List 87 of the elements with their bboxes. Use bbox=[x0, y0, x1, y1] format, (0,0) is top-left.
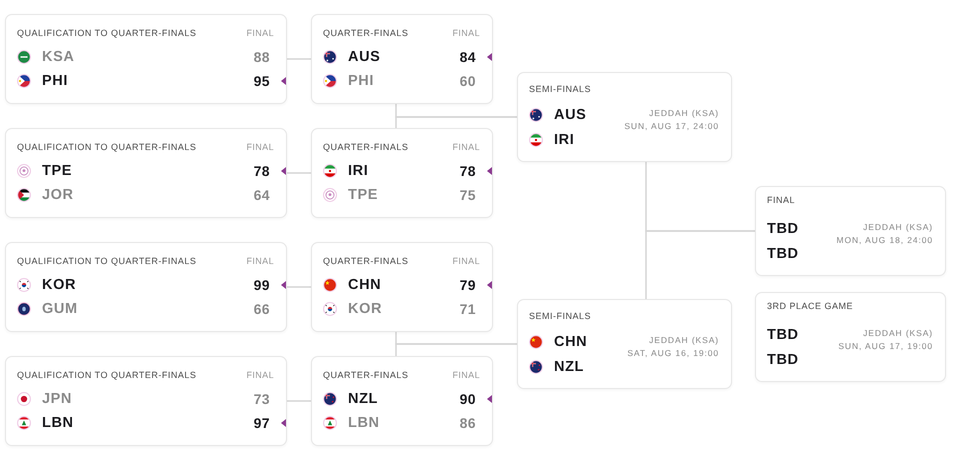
connector-line bbox=[645, 230, 755, 299]
match-card bbox=[311, 242, 493, 332]
match-status: FINAL bbox=[452, 369, 480, 382]
match-card bbox=[311, 128, 493, 218]
score: 99 bbox=[254, 276, 270, 294]
team-code: NZL bbox=[554, 358, 584, 376]
team-code: CHN bbox=[554, 332, 588, 350]
team-code: NZL bbox=[348, 390, 379, 408]
score: 88 bbox=[254, 48, 270, 66]
date-time-text: SUN, AUG 17, 24:00 bbox=[624, 120, 719, 133]
score: 95 bbox=[254, 72, 270, 90]
match-status: FINAL bbox=[246, 255, 274, 268]
date-time-text: MON, AUG 18, 24:00 bbox=[836, 234, 933, 247]
score: 71 bbox=[460, 300, 476, 318]
match-card bbox=[517, 299, 732, 389]
team-code: JOR bbox=[42, 186, 75, 204]
score: 78 bbox=[460, 162, 476, 180]
venue-text: JEDDAH (KSA) bbox=[863, 221, 933, 234]
match-card bbox=[311, 14, 493, 104]
venue-text: JEDDAH (KSA) bbox=[863, 327, 933, 340]
match-card bbox=[5, 14, 287, 104]
score: 66 bbox=[254, 300, 270, 318]
match-card bbox=[5, 242, 287, 332]
score: 84 bbox=[460, 48, 476, 66]
score: 75 bbox=[460, 186, 476, 204]
venue-text: JEDDAH (KSA) bbox=[649, 107, 719, 120]
match-status: FINAL bbox=[452, 141, 480, 154]
round-title: QUALIFICATION TO QUARTER-FINALS bbox=[17, 255, 196, 268]
team-code: TBD bbox=[767, 326, 799, 344]
score: 73 bbox=[254, 390, 270, 408]
score: 79 bbox=[460, 276, 476, 294]
round-title: 3RD PLACE GAME bbox=[767, 300, 854, 313]
match-card bbox=[5, 356, 287, 446]
connector-line bbox=[287, 58, 311, 60]
connector-line bbox=[395, 116, 517, 128]
round-title: QUALIFICATION TO QUARTER-FINALS bbox=[17, 369, 196, 382]
team-code: TPE bbox=[42, 162, 73, 180]
team-code: LBN bbox=[42, 414, 75, 432]
match-card bbox=[755, 292, 946, 382]
score: 90 bbox=[460, 390, 476, 408]
team-code: GUM bbox=[42, 300, 79, 318]
team-code: PHI bbox=[348, 72, 375, 90]
connector-line bbox=[287, 172, 311, 174]
team-code: TPE bbox=[348, 186, 379, 204]
round-title: QUARTER-FINALS bbox=[323, 255, 408, 268]
team-code: IRI bbox=[348, 162, 370, 180]
round-title: QUALIFICATION TO QUARTER-FINALS bbox=[17, 141, 196, 154]
team-code: LBN bbox=[348, 414, 381, 432]
score: 64 bbox=[254, 186, 270, 204]
match-card bbox=[5, 128, 287, 218]
team-code: KSA bbox=[42, 48, 76, 66]
round-title: QUARTER-FINALS bbox=[323, 27, 408, 40]
team-code: TBD bbox=[767, 350, 799, 368]
date-time-text: SUN, AUG 17, 19:00 bbox=[838, 340, 933, 353]
round-title: QUALIFICATION TO QUARTER-FINALS bbox=[17, 27, 196, 40]
round-title: FINAL bbox=[767, 194, 796, 207]
team-code: AUS bbox=[554, 106, 586, 124]
team-code: TBD bbox=[767, 244, 799, 262]
team-code: CHN bbox=[348, 276, 382, 294]
connector-line bbox=[287, 286, 311, 288]
connector-line bbox=[287, 400, 311, 402]
team-code: AUS bbox=[348, 48, 382, 66]
team-code: JPN bbox=[42, 390, 74, 408]
match-card bbox=[517, 72, 732, 162]
round-title: SEMI-FINALS bbox=[529, 310, 592, 323]
team-code: IRI bbox=[554, 130, 574, 148]
venue-text: JEDDAH (KSA) bbox=[649, 334, 719, 347]
match-status: FINAL bbox=[452, 255, 480, 268]
team-code: KOR bbox=[348, 300, 384, 318]
match-status: FINAL bbox=[246, 369, 274, 382]
score: 86 bbox=[460, 414, 476, 432]
match-status: FINAL bbox=[246, 27, 274, 40]
match-status: FINAL bbox=[246, 141, 274, 154]
score: 97 bbox=[254, 414, 270, 432]
match-status: FINAL bbox=[452, 27, 480, 40]
team-code: KOR bbox=[42, 276, 78, 294]
score: 60 bbox=[460, 72, 476, 90]
team-code: TBD bbox=[767, 220, 799, 238]
round-title: QUARTER-FINALS bbox=[323, 369, 408, 382]
connector-line bbox=[395, 343, 517, 356]
score: 78 bbox=[254, 162, 270, 180]
round-title: SEMI-FINALS bbox=[529, 83, 592, 96]
date-time-text: SAT, AUG 16, 19:00 bbox=[627, 347, 719, 360]
match-card bbox=[755, 186, 946, 276]
team-code: PHI bbox=[42, 72, 69, 90]
match-card bbox=[311, 356, 493, 446]
round-title: QUARTER-FINALS bbox=[323, 141, 408, 154]
